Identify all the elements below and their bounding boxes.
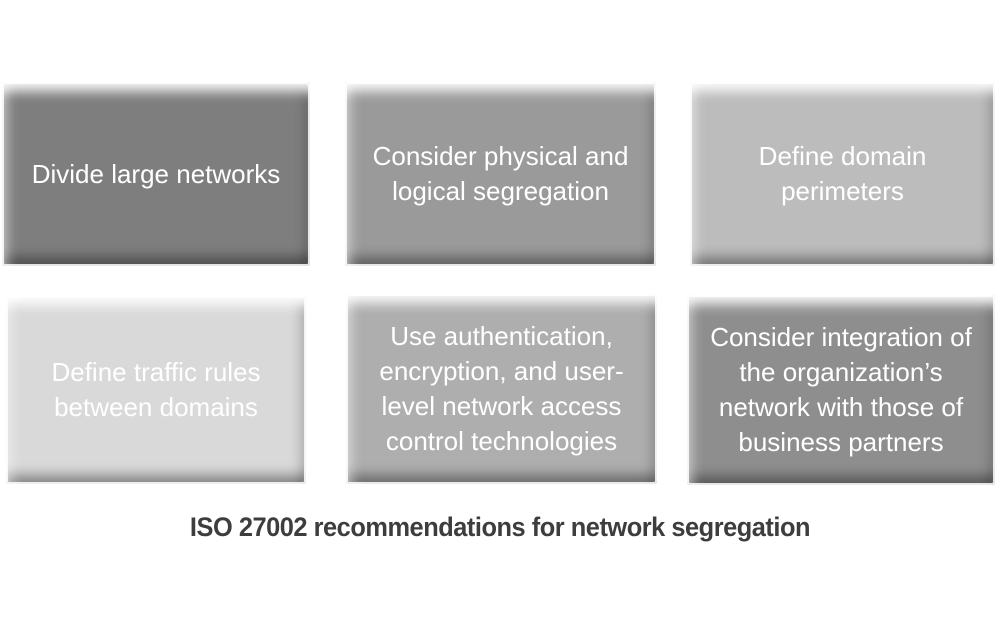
box-authentication-encryption-access-control: Use authentication, encryption, and user… xyxy=(346,294,657,484)
box-label: Divide large networks xyxy=(31,158,281,189)
box-label: Use authentication, encryption, and user… xyxy=(379,321,624,456)
box-define-domain-perimeters: Define domain perimeters xyxy=(690,82,995,266)
box-divide-large-networks: Divide large networks xyxy=(2,82,310,266)
box-label: Consider integration of the organization… xyxy=(710,322,972,457)
box-label: Define traffic rules between domains xyxy=(51,357,261,422)
diagram-caption: ISO 27002 recommendations for network se… xyxy=(189,512,811,542)
box-physical-logical-segregation: Consider physical and logical segregatio… xyxy=(345,82,656,266)
box-integration-business-partners: Consider integration of the organization… xyxy=(687,295,995,485)
box-label: Consider physical and logical segregatio… xyxy=(372,141,629,206)
box-traffic-rules-between-domains: Define traffic rules between domains xyxy=(6,296,306,484)
box-label: Define domain perimeters xyxy=(758,141,927,206)
